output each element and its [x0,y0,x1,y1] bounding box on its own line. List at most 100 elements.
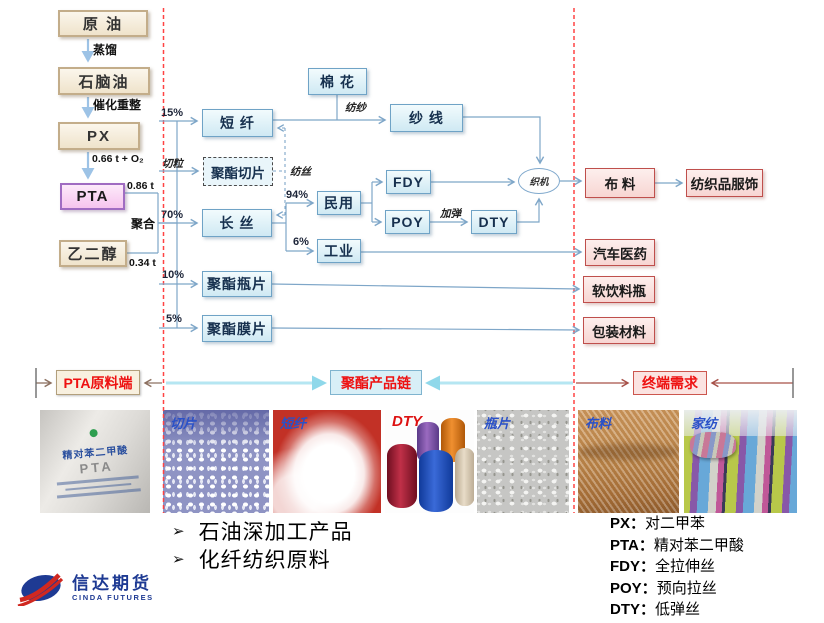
flow-box-staple-fiber: 短 纤 [202,109,273,137]
flow-box-label: DTY [478,214,510,230]
flow-box-label: PTA原料端 [63,374,133,391]
logo-name: 信达期货 [72,573,152,593]
flow-box-bottle-chip: 聚酯瓶片 [202,271,272,297]
flow-label-catalytic-reforming: 催化重整 [93,98,142,112]
flow-box-meg: 乙二醇 [59,240,127,267]
photo-corner-label: 瓶片 [484,416,511,431]
flow-box-label: FDY [393,174,424,190]
flow-box-px: PX [58,122,140,150]
flow-label-texturing: 加弹 [440,209,461,220]
flow-box-film-chip: 聚酯膜片 [202,315,272,342]
bullet-list: ➢ 石油深加工产品➢化纤纺织原料 [172,517,353,573]
flow-box-polyester-chip: 聚酯切片 [203,157,273,186]
flow-box-naphtha: 石脑油 [58,67,150,95]
flow-box-label: PX [86,127,111,145]
legend-abbr: PTA： [610,536,654,554]
flow-box-label: 布 料 [604,177,636,192]
flow-box-pta: PTA [60,183,125,210]
flow-box-label: 短 纤 [220,115,255,131]
flow-box-label: 原 油 [82,16,124,33]
flow-box-stage-polyester-chain: 聚酯产品链 [330,370,422,395]
legend-item-POY: POY：预向拉丝 [610,578,744,600]
flow-box-label: 汽车医药 [593,246,647,262]
flow-box-label: 民用 [324,195,354,211]
flow-box-crude-oil: 原 油 [58,10,148,37]
flow-label-pct-10: 10% [162,269,185,281]
flow-box-dty: DTY [471,210,517,234]
yarn-spool [455,448,474,506]
flow-label-spinning-yarn: 纺纱 [345,103,366,114]
flow-box-label: 乙二醇 [67,246,119,263]
flow-box-cotton: 棉 花 [308,68,367,95]
bullet-text: 石油深加工产品 [198,521,353,544]
legend-item-FDY: FDY：全拉伸丝 [610,556,744,578]
flow-box-packaging: 包装材料 [583,317,655,344]
bullet-item: ➢ 石油深加工产品 [172,517,353,545]
flow-box-label: 软饮料瓶 [592,283,646,299]
legend-item-PX: PX：对二甲苯 [610,513,744,535]
legend-abbr: PX： [610,515,646,532]
flow-box-filament: 长 丝 [202,209,272,237]
photo-corner-label: 切片 [170,416,197,431]
flow-box-label: 聚酯膜片 [207,320,267,337]
flow-box-civil: 民用 [317,191,361,215]
flow-box-poy: POY [385,210,430,234]
legend-item-DTY: DTY：低弹丝 [610,599,744,621]
flow-label-spinning-filament: 纺丝 [290,167,311,178]
flow-box-fabric: 布 料 [585,168,655,198]
flow-box-fdy: FDY [386,170,431,194]
flow-box-yarn: 纱 线 [390,104,463,132]
legend-abbr: POY： [610,579,657,597]
flow-box-label: 石脑油 [78,73,130,91]
photo-corner-label: 家纺 [691,416,718,431]
legend-abbr: DTY： [610,601,656,618]
photo-chips: 切片 [163,410,269,513]
flow-box-label: PTA [76,188,109,205]
photo-bottle-flakes: 瓶片 [477,410,569,513]
flow-label-ratio-meg: 0.34 t [129,257,156,269]
cinda-logo-text: 信达期货 CINDA FUTURES [72,573,154,602]
flow-box-label: POY [391,214,424,230]
bullet-item: ➢化纤纺织原料 [172,545,353,573]
flow-label-ratio-pta: 0.86 t [127,180,154,192]
flow-box-label: 终端需求 [642,375,698,391]
flow-box-label: 长 丝 [219,215,255,231]
flow-label-pct-15: 15% [161,107,184,119]
bullet-arrow-icon: ➢ [172,523,185,540]
photo-home-textile: 家纺 [684,410,797,513]
cinda-logo-icon [17,573,64,606]
flow-box-loom: 织机 [518,168,560,194]
logo-subtitle: CINDA FUTURES [72,592,154,602]
photo-dty-yarn: DTY [385,410,474,513]
flow-box-auto-medical: 汽车医药 [585,239,655,266]
bullet-text: 化纤纺织原料 [198,549,331,572]
flow-box-textile-apparel: 纺织品服饰 [686,169,763,197]
legend-abbr: FDY： [610,558,656,575]
flow-box-label: 聚酯切片 [211,165,265,181]
photo-fabric: 布料 [578,410,679,513]
flow-box-label: 纱 线 [409,110,444,126]
flow-label-cut-pellet: 切粒 [162,159,183,170]
flow-box-layer: 原 油石脑油 PX PTA 乙二醇 短 纤聚酯切片长 丝聚酯瓶片聚酯膜片 棉 花纱 线民用… [56,10,763,395]
flow-box-label: 纺织品服饰 [690,177,759,192]
flow-label-pct-94: 94% [286,189,309,201]
flow-box-label: 织机 [529,177,549,188]
flow-label-ratio-px-o2: 0.66 t + O₂ [92,153,144,165]
legend-full: 预向拉丝 [656,579,717,597]
flow-label-pct-5: 5% [166,313,182,325]
yarn-spool [419,450,453,512]
flow-label-polymerization: 聚合 [131,217,156,231]
legend-full: 全拉伸丝 [655,558,716,575]
flow-label-pct-6: 6% [293,236,309,248]
legend-full: 对二甲苯 [645,515,706,532]
photo-corner-label: 短纤 [280,416,307,431]
legend-full: 低弹丝 [655,601,701,618]
bag-brand-icon [89,428,98,438]
yarn-spool [387,444,417,508]
flow-box-label: 工业 [324,243,354,259]
